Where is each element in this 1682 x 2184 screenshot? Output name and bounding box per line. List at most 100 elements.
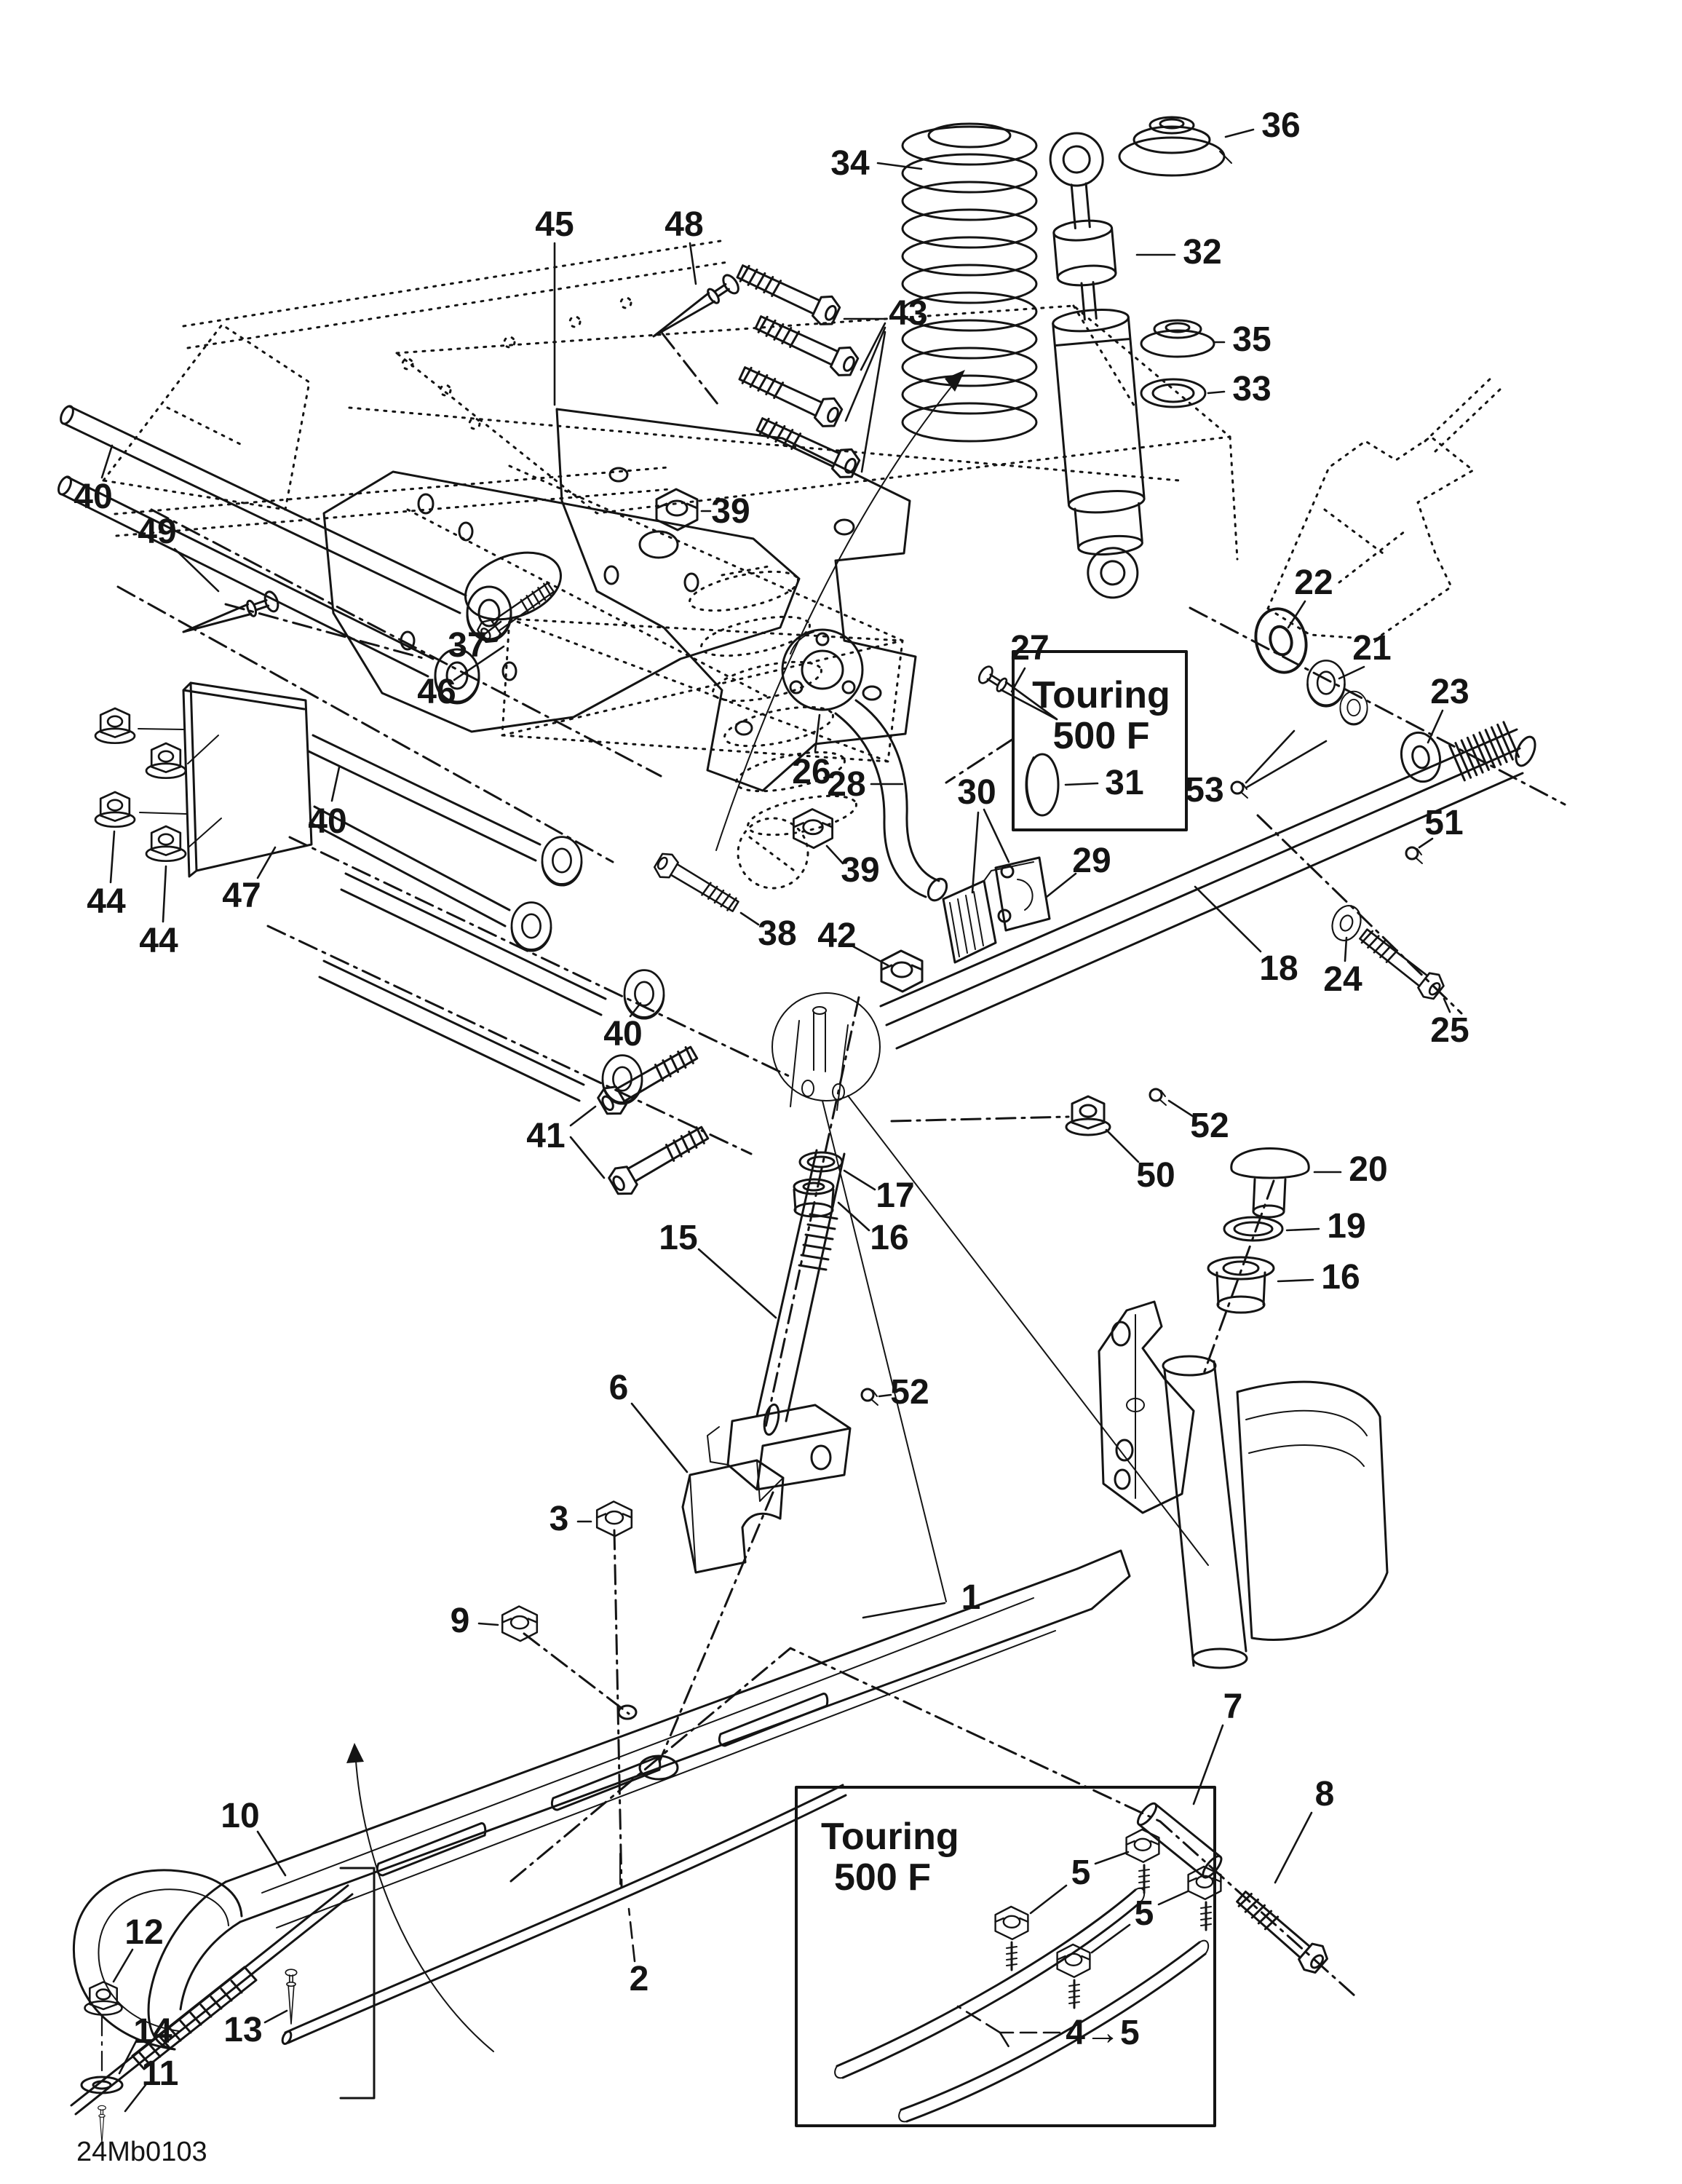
callout-leader-8 [1274,1811,1313,1884]
callout-leader-53 [1245,729,1296,784]
callout-leader-30 [983,808,1010,863]
part-callout-2-56: 2 [630,1960,649,1998]
bolts-41-drawing [594,1040,714,1201]
inset-bottom-title-line1: Touring [821,1816,959,1858]
part-callout-18-26: 18 [1259,949,1298,988]
inset-mid-title-line2: 500 F [1053,715,1150,757]
callout-leader-24 [1344,936,1348,962]
part-callout-5-57: 5 [1071,1853,1091,1892]
part-callout-51-23: 51 [1424,804,1463,842]
callout-leader-5 [1029,1884,1068,1915]
part-callout-44-27: 44 [87,882,126,921]
part-callout-43-7: 43 [889,294,927,333]
part-callout-38-31: 38 [758,914,796,953]
part-callout-53-18: 53 [1185,771,1223,810]
part-callout-10-51: 10 [221,1797,259,1835]
callout-leader-52 [878,1393,892,1398]
part-callout-6-45: 6 [609,1369,629,1407]
callout-leader-4→5 [999,2031,1013,2053]
part-callout-41-35: 41 [526,1117,565,1155]
callout-leader-5 [1090,1923,1131,1954]
shock-absorber-32-drawing [1049,132,1146,599]
clamp-29-30-drawing [942,856,1051,964]
part-callout-13-55: 13 [223,2011,262,2049]
callout-leader-16 [837,1201,870,1232]
callout-leader-26 [814,713,821,753]
callout-leader-5 [1157,1890,1189,1906]
part-callout-50-37: 50 [1136,1156,1175,1195]
wear-rod-2-drawing [281,1784,847,2045]
part-callout-49-9: 49 [138,513,176,551]
callout-leader-14 [118,2038,138,2075]
oring-33-drawing [1140,378,1207,408]
part-callout-33-4: 33 [1232,370,1271,408]
inset-bottom-title-line2: 500 F [834,1856,931,1899]
callout-leader-30 [971,811,980,894]
part-callout-35-3: 35 [1232,320,1271,359]
callout-leader-41 [569,1105,597,1127]
part-callout-14-53: 14 [133,2012,172,2051]
callout-leader-53 [1245,740,1328,789]
part-callout-29-22: 29 [1072,842,1111,880]
callout-leader-27 [1010,667,1026,693]
part-callout-52-44: 52 [890,1373,929,1412]
washers-22-21-23-drawing [1247,601,1446,787]
callout-leader-11 [124,2084,147,2113]
part-callout-48-6: 48 [665,205,703,244]
oring-17-drawing [798,1151,844,1173]
clip-51-drawing [1405,846,1424,865]
part-callout-40-8: 40 [74,478,112,516]
callout-leader-23 [1427,709,1444,744]
part-callout-16-39: 16 [870,1219,908,1257]
part-callout-12-52: 12 [124,1913,163,1952]
part-callout-42-33: 42 [817,917,856,955]
part-callout-34-0: 34 [830,144,870,183]
callout-leader-25 [1443,997,1451,1013]
part-callout-26-13: 26 [792,753,830,791]
callout-leader-49 [173,547,220,593]
clip-52b-drawing [860,1388,879,1406]
part-callout-32-2: 32 [1183,233,1221,272]
callout-leader-2 [627,1907,636,1963]
callout-leader-21 [1338,665,1365,680]
callout-leader-40 [629,1002,642,1018]
callout-leader-29 [1045,872,1077,898]
part-callout-23-17: 23 [1430,673,1469,711]
callout-leader-36 [1224,128,1255,138]
disc-26-drawing [781,628,864,711]
part-callout-45-5: 45 [535,205,574,244]
part-callout-19-42: 19 [1327,1207,1365,1246]
knob-31-drawing [1025,753,1060,817]
callout-leader-5 [1094,1851,1130,1865]
part-callout-25-25: 25 [1430,1011,1469,1050]
inset-mid-title-line1: Touring [1032,674,1170,716]
ski-mount-block-drawing [707,1404,852,1491]
part-callout-36-1: 36 [1261,106,1300,145]
callout-leader-43 [860,322,886,371]
part-callout-37-11: 37 [448,626,486,665]
leg-bracket-drawing [1098,1300,1195,1514]
grommet-35-drawing [1140,319,1215,358]
callout-leader-22 [1287,600,1306,629]
part-callout-22-15: 22 [1294,563,1333,602]
tubes-40-drawing [57,405,607,1102]
callout-leader-34 [876,162,923,170]
part-callout-52-36: 52 [1190,1107,1229,1145]
part-callout-39-32: 39 [841,851,879,890]
part-callout-20-41: 20 [1349,1150,1387,1189]
part-callout-44-28: 44 [139,922,178,960]
part-callout-40-34: 40 [603,1015,642,1053]
callout-leader-43 [844,326,886,422]
part-callout-7-49: 7 [1223,1688,1243,1726]
part-callout-46-12: 46 [417,673,456,711]
callout-leader-44 [162,865,167,923]
part-callout-28-20: 28 [827,765,865,804]
part-callout-1-48: 1 [961,1578,981,1617]
trailing-arm-18-drawing [879,721,1536,1050]
bushing-16b-drawing [1207,1256,1275,1314]
ring-19-drawing [1223,1216,1284,1242]
part-callout-27-14: 27 [1010,629,1049,668]
part-callout-39-10: 39 [711,492,750,531]
